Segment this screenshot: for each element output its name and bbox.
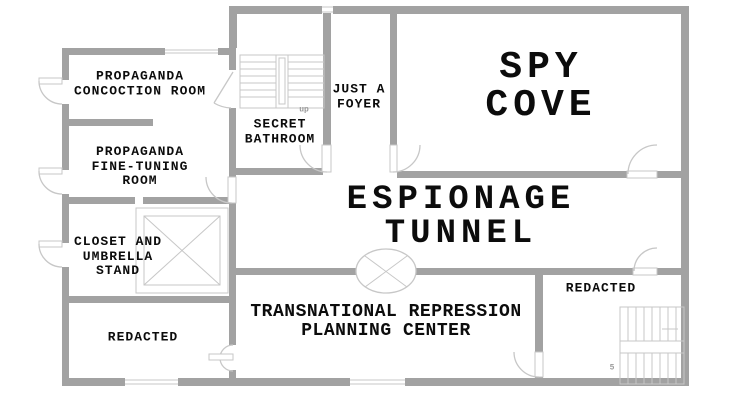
stair-down-annotation: 5 bbox=[609, 363, 615, 373]
door-arc-icon bbox=[513, 351, 540, 378]
door-arc-icon bbox=[38, 243, 63, 268]
wall bbox=[62, 104, 69, 170]
wall bbox=[323, 13, 331, 145]
room-label-espionage-tunnel: ESPIONAGE TUNNEL bbox=[346, 181, 576, 253]
wall bbox=[62, 197, 135, 204]
door-leaf bbox=[626, 170, 658, 179]
wall bbox=[657, 268, 683, 275]
window bbox=[350, 379, 405, 385]
door-arc-icon bbox=[627, 144, 658, 175]
room-label-propaganda-fine-tuning: PROPAGANDA FINE-TUNING ROOM bbox=[91, 144, 189, 189]
wall bbox=[232, 168, 323, 175]
wall bbox=[218, 48, 236, 55]
door-arc-icon bbox=[299, 144, 328, 173]
wall bbox=[397, 171, 627, 178]
door-leaf bbox=[321, 144, 332, 173]
wall bbox=[229, 370, 236, 382]
room-label-foyer: JUST A FOYER bbox=[332, 81, 386, 111]
wall bbox=[62, 119, 153, 126]
stair-treads bbox=[240, 55, 324, 108]
wall bbox=[232, 6, 322, 14]
room-label-redacted-left: REDACTED bbox=[107, 329, 179, 345]
room-label-propaganda-concoction: PROPAGANDA CONCOCTION ROOM bbox=[73, 68, 207, 98]
stairs-outline bbox=[239, 54, 325, 109]
door-arc-icon bbox=[38, 170, 63, 195]
wall bbox=[229, 48, 236, 70]
wall bbox=[62, 378, 125, 386]
wall bbox=[62, 48, 69, 80]
windows bbox=[125, 6, 405, 385]
wall bbox=[229, 203, 236, 345]
wall bbox=[62, 267, 69, 382]
room-label-planning-center: TRANSNATIONAL REPRESSION PLANNING CENTER bbox=[250, 302, 522, 341]
room-label-closet-umbrella: CLOSET AND UMBRELLA STAND bbox=[73, 234, 163, 279]
wall bbox=[657, 171, 683, 178]
wall bbox=[333, 6, 688, 14]
elevator-shaft bbox=[135, 207, 229, 294]
wall bbox=[229, 108, 236, 177]
door-arc-icon bbox=[213, 102, 232, 109]
door-arc-icon bbox=[392, 144, 421, 173]
shaft-outer bbox=[135, 207, 229, 294]
wall bbox=[390, 6, 397, 145]
round-table bbox=[355, 248, 417, 294]
wall bbox=[416, 268, 633, 275]
door-leaf bbox=[213, 71, 234, 104]
door-leaf bbox=[208, 353, 234, 361]
door-leaf bbox=[632, 267, 658, 276]
door-leaf bbox=[38, 77, 63, 85]
room-label-secret-bathroom: SECRET BATHROOM bbox=[244, 116, 316, 146]
wall bbox=[62, 48, 165, 55]
shaft-cross-icon bbox=[143, 215, 221, 286]
wall bbox=[236, 268, 356, 275]
wall bbox=[405, 378, 689, 386]
door-leaf bbox=[38, 240, 63, 248]
window bbox=[125, 379, 178, 385]
door-leaf bbox=[389, 144, 398, 173]
shaft-inner bbox=[143, 215, 221, 286]
wall bbox=[62, 296, 236, 303]
door-leaf bbox=[227, 176, 237, 204]
wall bbox=[62, 194, 69, 243]
walls bbox=[62, 6, 689, 386]
round-table-cross-icon bbox=[364, 255, 408, 288]
stair-up-annotation: up bbox=[299, 105, 309, 115]
door-leaf bbox=[38, 167, 63, 175]
wall bbox=[535, 275, 543, 352]
stairs-up bbox=[239, 54, 325, 109]
stair-newel bbox=[278, 57, 286, 105]
wall bbox=[229, 6, 237, 48]
wall bbox=[178, 378, 350, 386]
room-label-redacted-right: REDACTED bbox=[565, 280, 637, 296]
stairs-down bbox=[619, 306, 685, 385]
window bbox=[322, 6, 333, 13]
stair-treads bbox=[620, 307, 684, 384]
doors bbox=[38, 71, 658, 378]
wall bbox=[143, 197, 236, 204]
door-arc-icon bbox=[38, 80, 63, 105]
door-leaf bbox=[534, 351, 544, 378]
wall bbox=[681, 6, 689, 386]
door-arc-icon bbox=[205, 176, 233, 204]
room-label-spy-cove: SPY COVE bbox=[485, 46, 597, 127]
wall bbox=[535, 377, 543, 382]
window bbox=[165, 49, 218, 54]
door-arc-icon bbox=[633, 247, 658, 272]
